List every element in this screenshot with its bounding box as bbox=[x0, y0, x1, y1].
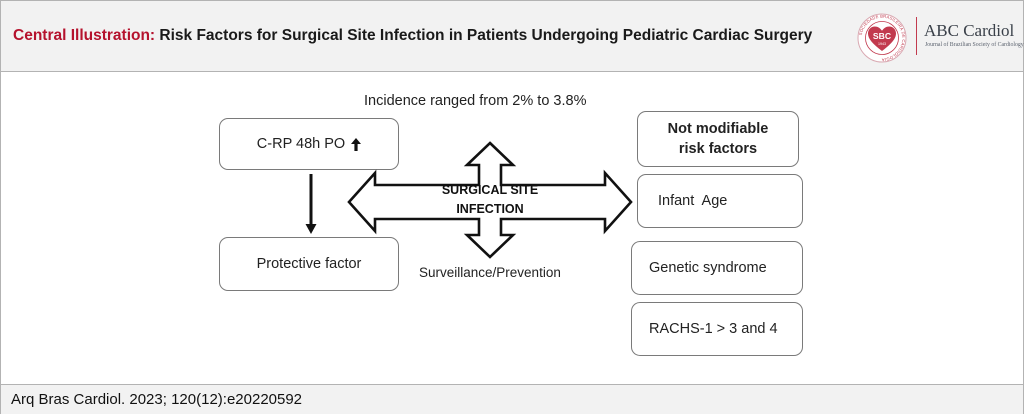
title-lead: Central Illustration: bbox=[13, 27, 156, 44]
risk-factor-label: Genetic syndrome bbox=[649, 260, 767, 276]
citation: Arq Bras Cardiol. 2023; 120(12):e2022059… bbox=[11, 391, 303, 408]
seal-year: 1943 bbox=[878, 42, 886, 46]
risk-factor-label: Infant Age bbox=[658, 193, 728, 209]
header-line-1: Not modifiable bbox=[667, 121, 769, 137]
sbc-seal-logo: SOCIEDADE BRASILEIRA DE CARDIOLOGIA SBC … bbox=[857, 13, 907, 63]
crp-box: C-RP 48h PO bbox=[219, 118, 399, 170]
crp-label: C-RP 48h PO bbox=[256, 136, 346, 152]
risk-factor-item: Genetic syndrome bbox=[631, 241, 803, 295]
protective-factor-label: Protective factor bbox=[256, 256, 362, 272]
down-arrow-icon bbox=[305, 174, 317, 234]
footer-bar: Arq Bras Cardiol. 2023; 120(12):e2022059… bbox=[1, 384, 1023, 414]
journal-tagline: Journal of Brazilian Society of Cardiolo… bbox=[925, 42, 1024, 48]
center-line-1: SURGICAL SITE bbox=[441, 183, 539, 197]
surgical-site-infection-label: SURGICAL SITE INFECTION bbox=[404, 181, 576, 219]
risk-factor-item: RACHS-1 > 3 and 4 bbox=[631, 302, 803, 356]
journal-name: ABC Cardiol bbox=[924, 21, 1015, 40]
header-bar: Central Illustration: Risk Factors for S… bbox=[1, 1, 1024, 72]
not-modifiable-header-box: Not modifiable risk factors bbox=[637, 111, 799, 167]
title-text: Risk Factors for Surgical Site Infection… bbox=[155, 27, 813, 44]
seal-text: SBC bbox=[873, 31, 891, 41]
four-way-arrow-icon bbox=[347, 141, 633, 259]
logo-divider bbox=[916, 17, 917, 55]
surveillance-caption: Surveillance/Prevention bbox=[419, 265, 561, 280]
incidence-text: Incidence ranged from 2% to 3.8% bbox=[364, 93, 587, 109]
protective-factor-box: Protective factor bbox=[219, 237, 399, 291]
header-line-2: risk factors bbox=[678, 141, 758, 157]
up-arrow-icon bbox=[351, 137, 362, 151]
risk-factor-item: Infant Age bbox=[637, 174, 803, 228]
center-line-2: INFECTION bbox=[456, 202, 524, 216]
page-title: Central Illustration: Risk Factors for S… bbox=[13, 27, 812, 45]
risk-factor-label: RACHS-1 > 3 and 4 bbox=[649, 321, 778, 337]
